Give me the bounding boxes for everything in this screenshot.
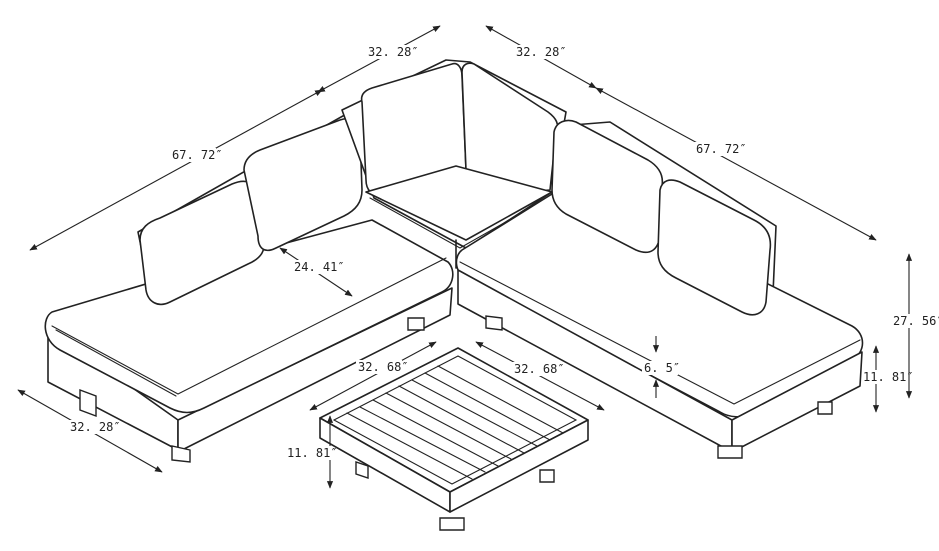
dim-seat-height: 11. 81″ (863, 370, 914, 384)
dim-seat-depth: 24. 41″ (294, 260, 345, 274)
dim-top-left-width: 32. 28″ (368, 45, 419, 59)
dim-right-length: 67. 72″ (696, 142, 747, 156)
corner-module (341, 59, 567, 269)
dim-table-width-right: 32. 68″ (514, 362, 565, 376)
dim-module-depth: 32. 28″ (70, 420, 121, 434)
foot-icon (171, 445, 191, 463)
dim-table-height: 11. 81″ (287, 446, 338, 460)
foot-icon (717, 445, 743, 459)
foot-icon (539, 469, 555, 483)
dim-top-right-width: 32. 28″ (516, 45, 567, 59)
foot-icon (407, 317, 425, 331)
foot-icon (485, 315, 503, 331)
foot-icon (817, 401, 833, 415)
dim-overall-height: 27. 56″ (893, 314, 939, 328)
dim-left-length: 67. 72″ (172, 148, 223, 162)
dim-table-width-left: 32. 68″ (358, 360, 409, 374)
foot-icon (439, 517, 465, 531)
foot-icon (355, 461, 369, 479)
dim-cushion-thickness: 6. 5″ (644, 361, 680, 375)
